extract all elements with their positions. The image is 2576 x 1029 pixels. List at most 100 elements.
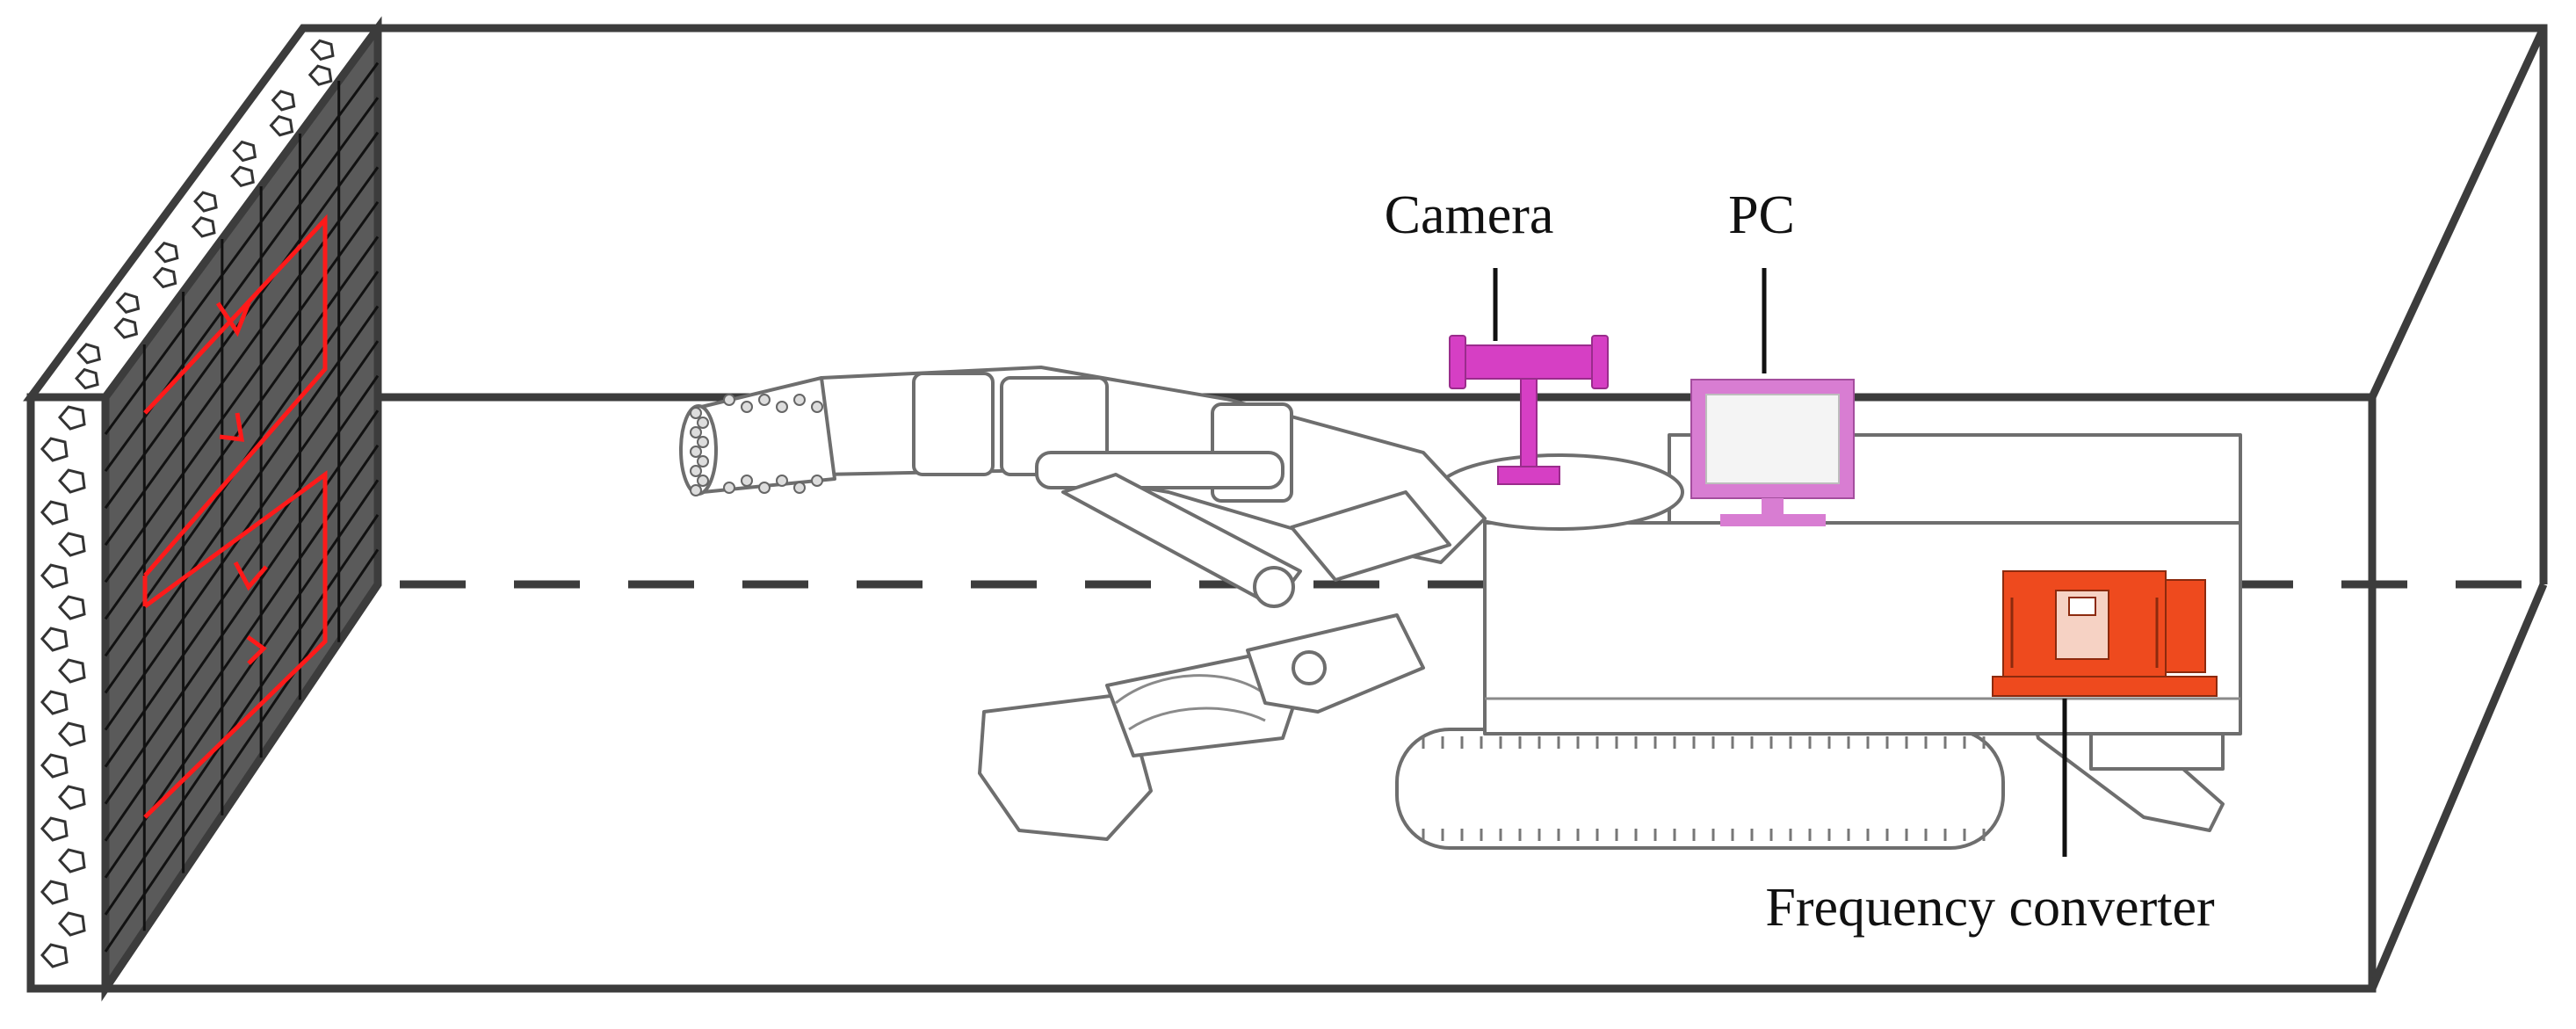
cutting-path-arrow-3 <box>233 561 268 591</box>
rubble-stone <box>232 140 257 163</box>
tunnel-depth-edge-top-right <box>2368 26 2548 399</box>
rubble-stone <box>40 500 69 525</box>
cutter-pick <box>741 475 753 487</box>
frequency-converter-icon <box>1992 570 2218 697</box>
rubble-stone <box>40 880 69 905</box>
shovel-lift-arm <box>1246 613 1425 714</box>
camera-mast <box>1520 378 1538 467</box>
converter-side-box <box>2165 579 2206 673</box>
rock-face <box>23 16 386 1002</box>
monitor-stand <box>1720 514 1826 526</box>
rubble-stone <box>58 848 86 873</box>
rubble-stone <box>58 468 86 494</box>
rubble-stone <box>58 785 86 810</box>
cutter-pick <box>741 401 753 413</box>
cutter-pick <box>690 465 702 477</box>
boom-cylinder <box>1035 451 1284 489</box>
cutter-pick <box>793 394 806 406</box>
rubble-stone <box>58 911 86 937</box>
pc-label: PC <box>1728 185 1795 245</box>
converter-display <box>2068 597 2096 616</box>
monitor-screen <box>1705 394 1840 484</box>
rubble-stone <box>58 721 86 747</box>
rear-step <box>2089 732 2225 771</box>
camera-lens-cap <box>1449 335 1466 389</box>
cutter-pick <box>776 475 788 487</box>
grid-line-horizontal <box>104 409 380 805</box>
boom-lift-arm <box>1061 473 1302 608</box>
rock-rubble <box>40 39 335 968</box>
camera-label: Camera <box>1385 185 1554 245</box>
cutter-pick <box>690 484 702 496</box>
rock-face-front-strip <box>26 393 110 993</box>
camera-back-cap <box>1591 335 1609 389</box>
rubble-stone <box>269 115 294 137</box>
cutter-pick <box>690 446 702 458</box>
cutter-pick <box>758 394 771 406</box>
cutter-pick <box>690 407 702 419</box>
cutting-path-arrow-2 <box>219 412 245 442</box>
cutter-pick <box>697 417 709 429</box>
gathering-arm-detail <box>1115 674 1266 731</box>
tunnel-box <box>102 24 2548 993</box>
monitor-neck <box>1762 498 1784 516</box>
rubble-stone <box>58 405 86 431</box>
cutter-pick <box>723 482 735 494</box>
rubble-stone <box>76 343 101 365</box>
cutter-pick <box>697 436 709 448</box>
rubble-stone <box>40 563 69 589</box>
converter-skid <box>1992 676 2218 697</box>
rubble-stone <box>191 216 216 238</box>
cutter-pick <box>697 475 709 487</box>
camera-body <box>1462 344 1596 380</box>
cutting-path-upper <box>143 214 328 577</box>
cutter-pick <box>811 401 823 413</box>
grid-line-horizontal <box>104 514 380 916</box>
rubble-stone <box>115 292 141 314</box>
loading-shovel <box>978 613 1425 841</box>
cutter-pick <box>793 482 806 494</box>
cutter-pick <box>758 482 771 494</box>
cutting-path-lower <box>143 470 328 819</box>
rubble-stone <box>271 90 296 112</box>
boom-pivot <box>1253 566 1295 608</box>
cutter-pick <box>697 455 709 467</box>
rubble-stone <box>113 317 139 339</box>
rubble-stone <box>308 64 333 86</box>
boom-joint-1 <box>912 372 995 476</box>
monitor-icon <box>1690 379 1855 526</box>
grid-line-horizontal <box>104 444 380 842</box>
converter-label: Frequency converter <box>1765 878 2215 938</box>
rubble-stone <box>40 690 69 715</box>
cutter-pick <box>811 475 823 487</box>
grid-line-horizontal <box>104 200 380 583</box>
rubble-stone <box>40 437 69 462</box>
rubble-stone <box>75 367 99 390</box>
grid-line-horizontal <box>104 305 380 694</box>
boom-hydraulic-arm <box>1290 490 1451 582</box>
cutting-path <box>142 214 328 819</box>
rubble-stone <box>40 753 69 779</box>
cutter-pick <box>690 426 702 438</box>
rubble-stone <box>230 165 255 188</box>
rubble-stone <box>193 191 218 213</box>
cutter-pick <box>723 394 735 406</box>
crawler-track <box>1395 728 2005 850</box>
rubble-stone <box>58 595 86 620</box>
camera-mount-base <box>1497 466 1560 485</box>
tunnel-front-frame <box>105 393 2377 993</box>
rubble-stone <box>58 532 86 557</box>
cutter-picks <box>690 394 823 496</box>
rubble-stone <box>40 816 69 842</box>
grid-line-horizontal <box>104 548 380 953</box>
rubble-stone <box>309 39 335 62</box>
gathering-arm <box>1105 653 1302 757</box>
rubble-stone <box>152 266 177 289</box>
rock-face-grid-panel <box>101 16 382 1002</box>
rubble-stone <box>40 627 69 652</box>
tunnel-depth-edge-bottom-right <box>2368 583 2548 990</box>
rubble-stone <box>154 241 179 264</box>
camera-icon <box>1449 335 1609 485</box>
cutting-path-arrow-4 <box>246 634 267 665</box>
